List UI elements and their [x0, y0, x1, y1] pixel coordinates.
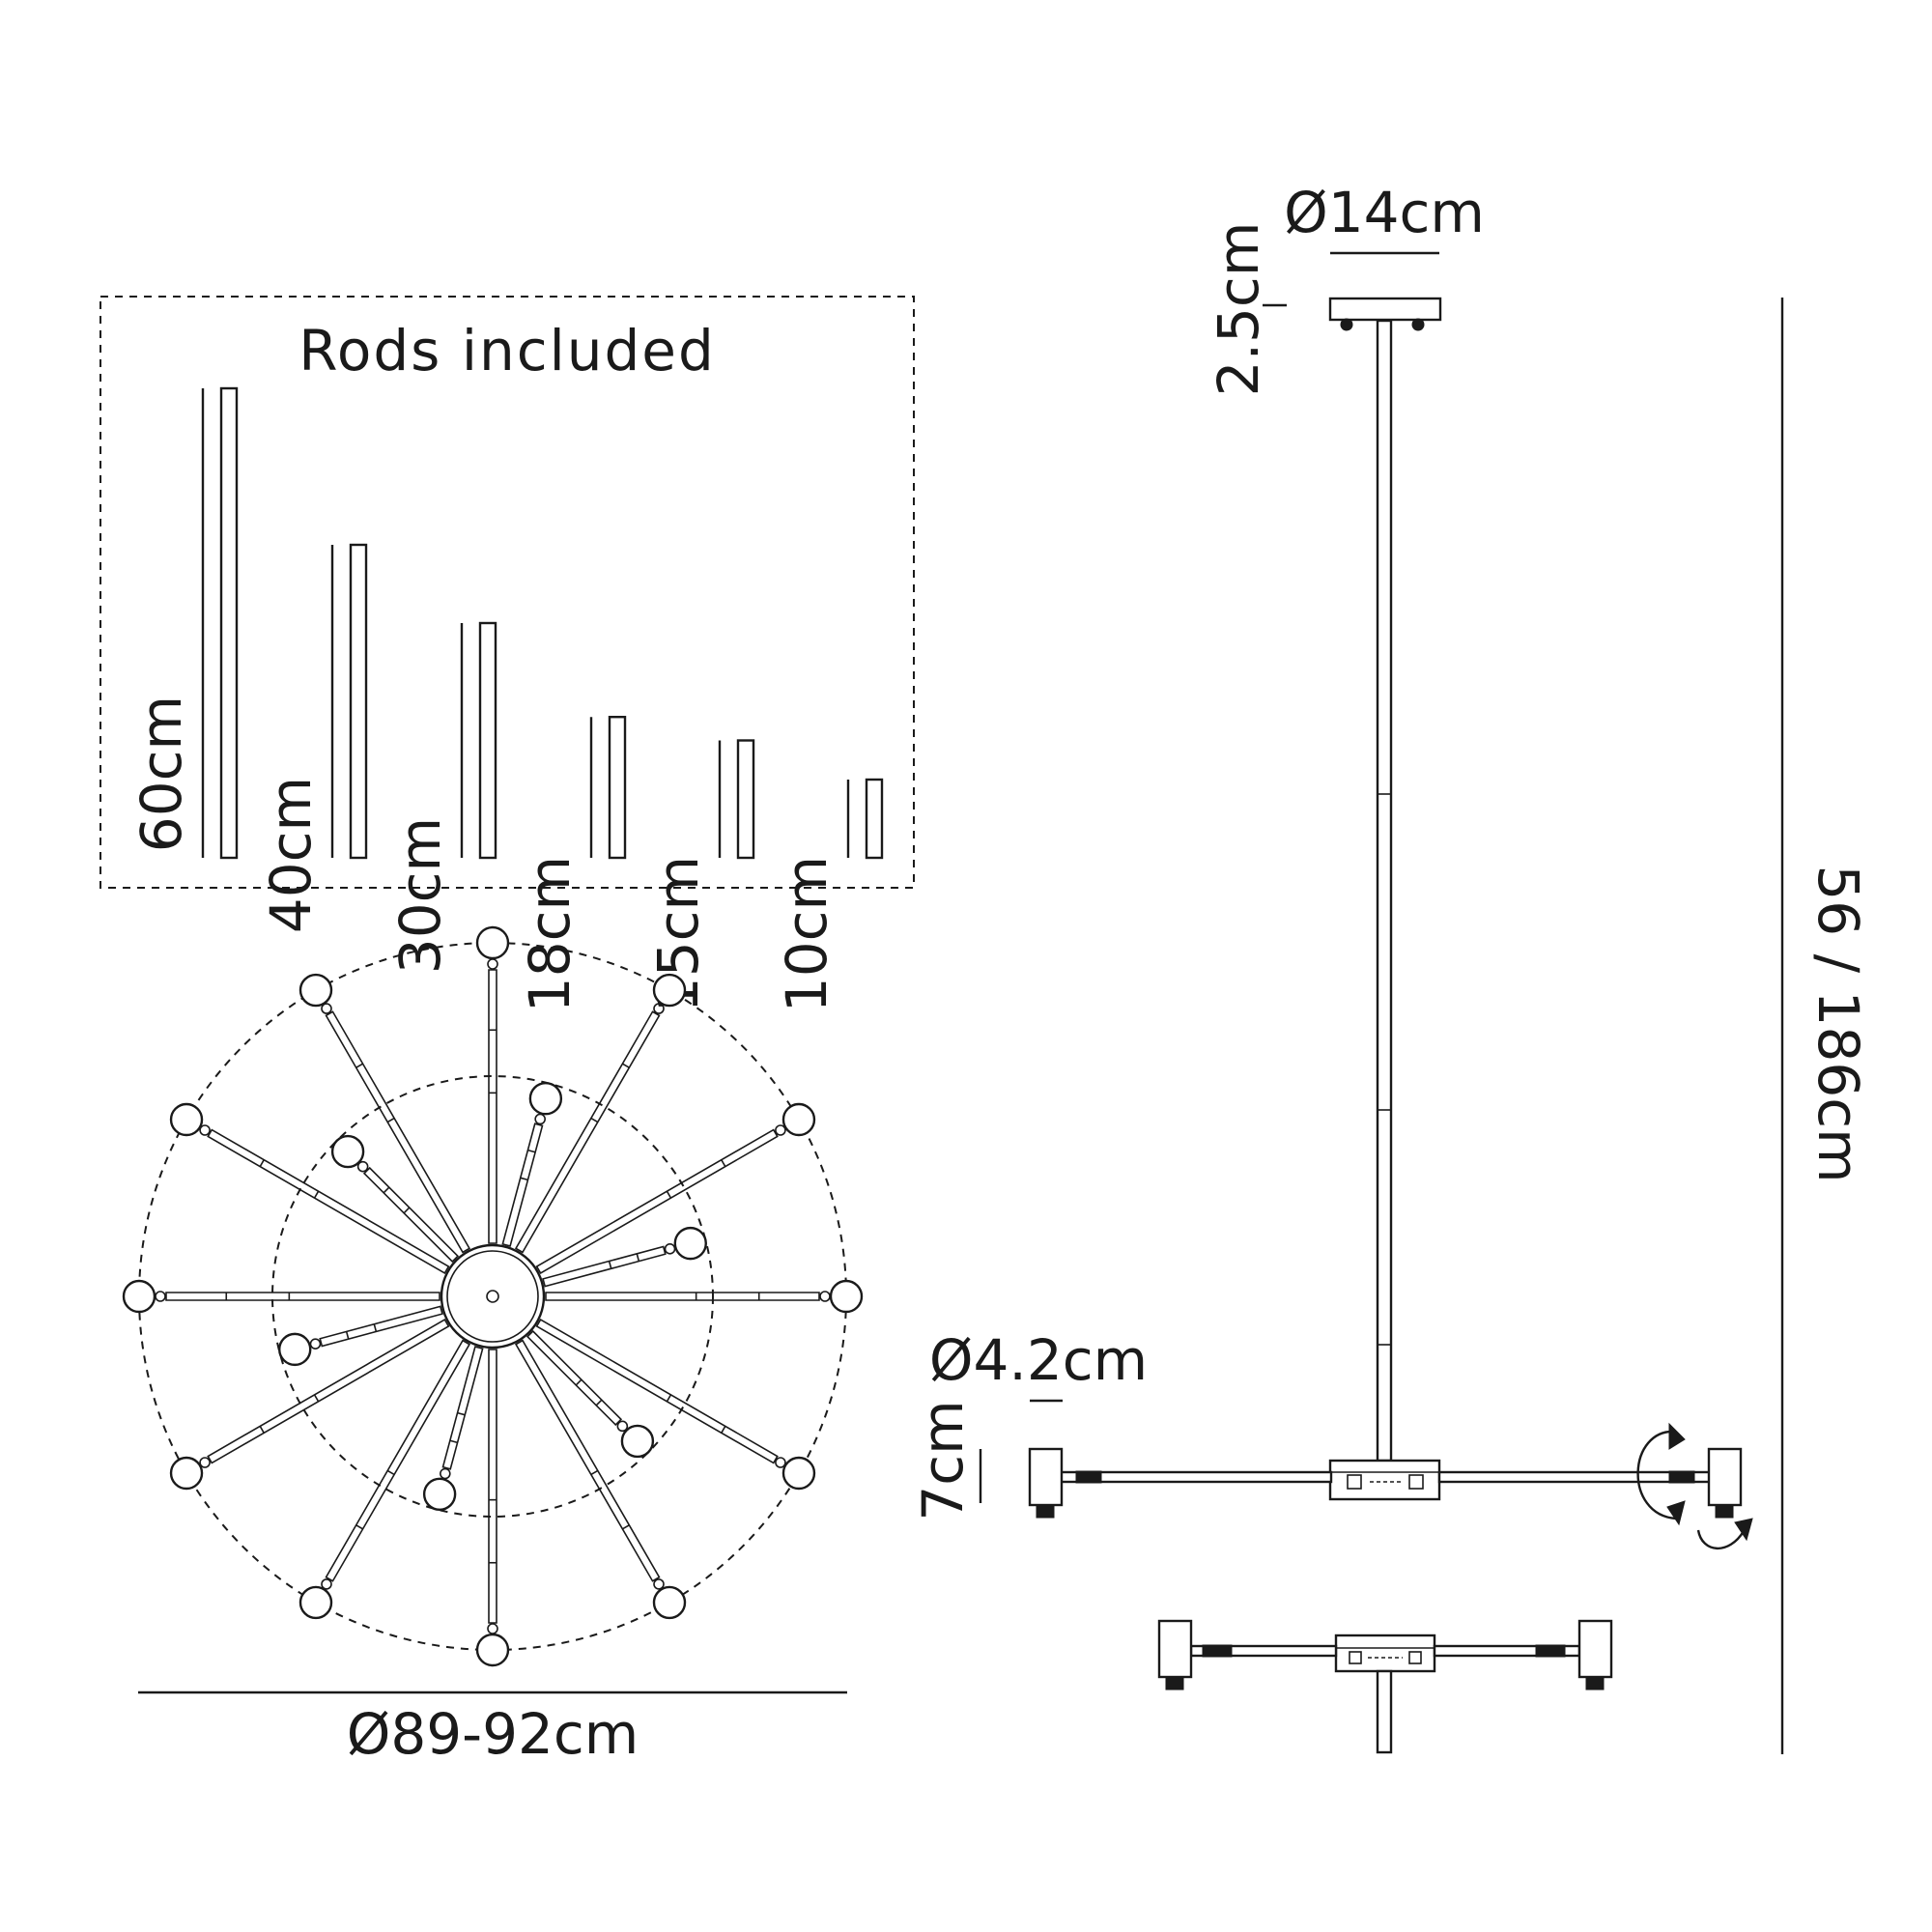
- outer-arm: [535, 1318, 816, 1491]
- inner-arm: [526, 1329, 655, 1459]
- rod-item: 10cm: [774, 778, 884, 1012]
- rod-shape: [219, 386, 239, 860]
- top-view: Ø89-92cm: [122, 925, 864, 1767]
- bulb-icon: [169, 1102, 204, 1137]
- holder-diameter-label: Ø4.2cm: [929, 1327, 1148, 1393]
- rods-included-panel: Rods included 60cm 40cm 30cm 18cm 15cm 10cm: [99, 296, 915, 1012]
- bulb-holder-lower-right: [1577, 1619, 1613, 1679]
- rod-length-label: 10cm: [774, 856, 839, 1012]
- rotate-arrow-icon: [1636, 1422, 1753, 1550]
- rod-item: 60cm: [128, 386, 239, 860]
- rod-shape: [736, 739, 755, 860]
- inner-span-circle: [271, 1075, 714, 1518]
- arms-group: [122, 925, 864, 1667]
- rod-length-label: 30cm: [387, 817, 453, 974]
- bulb-icon: [122, 1279, 156, 1314]
- top-diameter-label: Ø89-92cm: [347, 1701, 639, 1767]
- outer-arm: [475, 1349, 510, 1667]
- bulb-icon: [673, 1226, 707, 1261]
- outer-arm: [514, 1339, 687, 1620]
- upper-tier: Ø4.2cm 7cm: [910, 1327, 1753, 1550]
- canopy-height-label: 2.5cm: [1206, 222, 1271, 397]
- side-view: Ø14cm 2.5cm: [910, 180, 1871, 1754]
- bulb-icon: [475, 925, 510, 960]
- outer-arm: [169, 1102, 450, 1275]
- outer-arm: [475, 925, 510, 1244]
- total-height-label: 56 / 186cm: [1805, 865, 1871, 1182]
- inner-arm: [330, 1134, 460, 1264]
- bulb-icon: [278, 1332, 312, 1367]
- center-hub: [440, 1243, 546, 1350]
- rod-shape: [349, 543, 368, 860]
- rod-shape: [478, 621, 497, 860]
- rod-length-label: 40cm: [258, 777, 324, 933]
- rod-length-label: 18cm: [517, 856, 582, 1012]
- inner-arm: [278, 1305, 443, 1367]
- upper-hub: [1328, 1459, 1441, 1501]
- bulb-holder-upper-right: [1707, 1447, 1743, 1507]
- inner-arm: [501, 1082, 563, 1247]
- rod-shape: [608, 716, 627, 860]
- bulb-holder-upper-left: [1028, 1447, 1064, 1507]
- rod-item: 15cm: [645, 739, 755, 1012]
- bulb-icon: [781, 1456, 816, 1491]
- outer-arm: [169, 1318, 450, 1491]
- canopy-screw-icon-right: [1411, 318, 1425, 331]
- ceiling-canopy: [1328, 297, 1442, 322]
- bulb-icon: [781, 1102, 816, 1137]
- holder-height-label: 7cm: [910, 1400, 976, 1520]
- outer-arm: [514, 973, 687, 1254]
- rod-shape: [865, 778, 884, 860]
- bulb-icon: [330, 1134, 365, 1169]
- bulb-icon: [298, 1585, 333, 1620]
- rods-panel-title: Rods included: [298, 318, 716, 384]
- outer-arm: [298, 1339, 471, 1620]
- outer-arm: [122, 1279, 440, 1314]
- outer-arm: [298, 973, 471, 1254]
- bulb-icon: [422, 1477, 457, 1511]
- outer-arm: [535, 1102, 816, 1275]
- rod-length-label: 60cm: [128, 696, 194, 852]
- lower-tier: [1157, 1619, 1613, 1754]
- outer-arm: [545, 1279, 864, 1314]
- inner-arm: [542, 1226, 707, 1288]
- inner-arm: [422, 1346, 484, 1511]
- canopy-screw-icon-left: [1340, 318, 1353, 331]
- rod-item: 40cm: [258, 543, 368, 933]
- rod-item: 30cm: [387, 621, 497, 974]
- hub-screw-icon: [486, 1290, 499, 1303]
- bulb-icon: [652, 1585, 687, 1620]
- bulb-icon: [652, 973, 687, 1008]
- rod-item: 18cm: [517, 716, 627, 1012]
- bulb-icon: [169, 1456, 204, 1491]
- bulb-icon: [829, 1279, 864, 1314]
- bulb-icon: [298, 973, 333, 1008]
- canopy-diameter-label: Ø14cm: [1284, 180, 1485, 245]
- rods-panel-border: [99, 296, 915, 889]
- center-hub-inner-ring: [446, 1250, 539, 1343]
- bottom-rod-end: [1376, 1669, 1393, 1754]
- suspension-rod: [1376, 319, 1393, 1463]
- bulb-icon: [528, 1082, 563, 1116]
- rods-list: 60cm 40cm 30cm 18cm 15cm 10cm: [128, 386, 884, 1012]
- bulb-icon: [620, 1424, 655, 1459]
- bulb-holder-lower-left: [1157, 1619, 1193, 1679]
- bulb-icon: [475, 1633, 510, 1667]
- lower-hub: [1334, 1634, 1436, 1673]
